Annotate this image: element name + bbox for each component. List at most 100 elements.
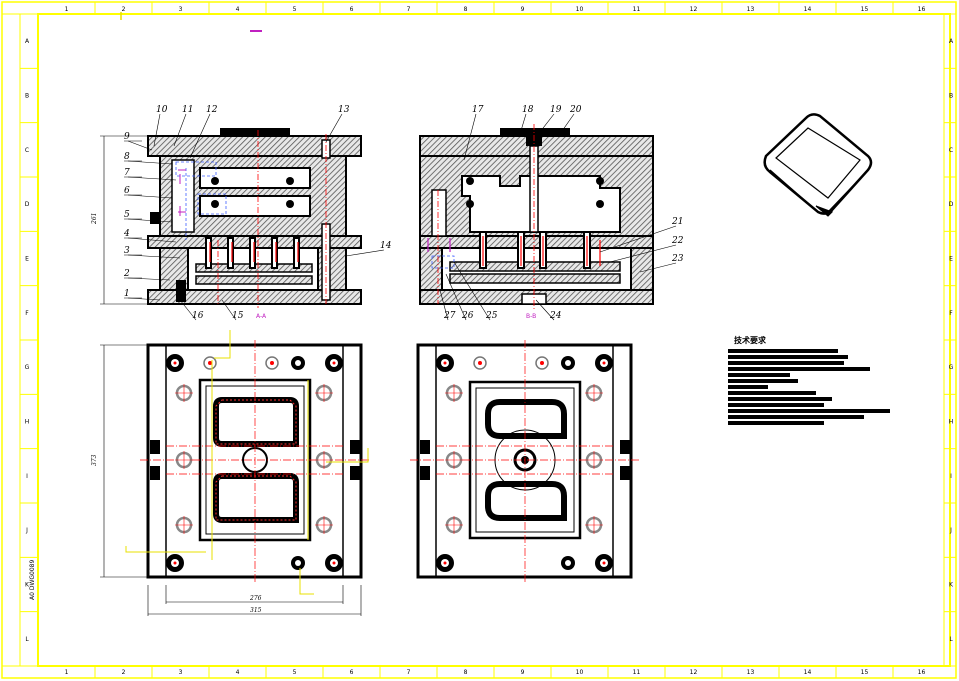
part-number-label: 9 bbox=[124, 132, 130, 142]
col-label-bottom: 7 bbox=[407, 669, 411, 676]
part-number-label: 11 bbox=[182, 105, 193, 115]
col-label-top: 12 bbox=[690, 6, 698, 13]
col-label-bottom: 8 bbox=[464, 669, 468, 676]
col-label-bottom: 6 bbox=[350, 669, 354, 676]
col-label-bottom: 1 bbox=[65, 669, 69, 676]
col-label-bottom: 4 bbox=[236, 669, 240, 676]
plan-height-dim: 373 bbox=[91, 454, 98, 466]
part-number-label: 15 bbox=[232, 311, 244, 321]
row-label-right: A bbox=[949, 38, 954, 45]
row-label-left: J bbox=[25, 527, 28, 534]
row-label-right: G bbox=[949, 364, 954, 371]
col-label-top: 1 bbox=[65, 6, 69, 13]
section-mark-front: A-A bbox=[256, 313, 267, 320]
col-label-top: 16 bbox=[918, 6, 926, 13]
plan-view-moving-half: 373 276 315 bbox=[91, 330, 370, 616]
part-number-label: 13 bbox=[338, 105, 350, 115]
col-label-bottom: 3 bbox=[179, 669, 183, 676]
part-number-label: 16 bbox=[192, 311, 204, 321]
col-label-top: 5 bbox=[293, 6, 297, 13]
front-height-dim: 261 bbox=[91, 213, 98, 225]
row-label-left: B bbox=[25, 93, 29, 100]
part-number-label: 24 bbox=[549, 311, 562, 321]
col-label-bottom: 5 bbox=[293, 669, 297, 676]
part-number-label: 2 bbox=[123, 269, 130, 279]
row-label-right: L bbox=[949, 636, 953, 643]
col-label-top: 2 bbox=[122, 6, 126, 13]
part-number-label: 17 bbox=[472, 105, 484, 115]
plan-width-outer-dim: 315 bbox=[250, 607, 262, 614]
row-label-right: J bbox=[949, 527, 952, 534]
plan-width-inner-dim: 276 bbox=[249, 595, 262, 602]
part-number-label: 8 bbox=[124, 152, 130, 162]
col-label-top: 15 bbox=[861, 6, 869, 13]
column-labels: 1122334455667788991010111112121313141415… bbox=[65, 6, 926, 676]
col-label-top: 13 bbox=[747, 6, 755, 13]
col-label-top: 3 bbox=[179, 6, 183, 13]
row-label-left: K bbox=[25, 582, 30, 589]
side-stamp: A0 DWG0089 bbox=[29, 560, 36, 600]
col-label-bottom: 2 bbox=[122, 669, 126, 676]
row-label-right: H bbox=[949, 419, 954, 426]
part-number-label: 14 bbox=[380, 241, 392, 251]
row-label-right: K bbox=[949, 582, 954, 589]
col-label-top: 9 bbox=[521, 6, 525, 13]
part-number-label: 26 bbox=[461, 311, 474, 321]
plan-left-holes bbox=[166, 354, 343, 572]
part-number-label: 23 bbox=[671, 254, 684, 264]
row-label-right: E bbox=[949, 256, 953, 263]
col-label-top: 8 bbox=[464, 6, 468, 13]
col-label-bottom: 16 bbox=[918, 669, 926, 676]
part-number-label: 27 bbox=[443, 311, 456, 321]
col-label-bottom: 10 bbox=[576, 669, 584, 676]
section-mark-side: B-B bbox=[526, 313, 536, 320]
notes-title: 技术要求 bbox=[734, 335, 767, 345]
col-label-bottom: 12 bbox=[690, 669, 698, 676]
col-label-top: 7 bbox=[407, 6, 411, 13]
plan-view-fixed-half bbox=[410, 340, 640, 582]
part-number-label: 5 bbox=[124, 210, 130, 220]
col-label-top: 14 bbox=[804, 6, 812, 13]
col-label-bottom: 13 bbox=[747, 669, 755, 676]
col-label-top: 4 bbox=[236, 6, 240, 13]
part-number-label: 10 bbox=[156, 105, 168, 115]
row-label-right: F bbox=[949, 310, 953, 317]
col-label-top: 11 bbox=[633, 6, 641, 13]
row-label-left: I bbox=[26, 473, 28, 480]
row-label-left: E bbox=[25, 256, 29, 263]
technical-requirements: 技术要求 bbox=[728, 335, 890, 425]
col-label-bottom: 15 bbox=[861, 669, 869, 676]
row-label-left: L bbox=[25, 636, 29, 643]
part-number-label: 1 bbox=[124, 289, 130, 299]
part-number-label: 3 bbox=[124, 246, 130, 256]
row-label-right: D bbox=[949, 201, 954, 208]
row-label-left: C bbox=[25, 147, 29, 154]
row-label-left: D bbox=[25, 201, 30, 208]
row-label-right: I bbox=[950, 473, 952, 480]
col-label-bottom: 9 bbox=[521, 669, 525, 676]
row-label-left: G bbox=[25, 364, 30, 371]
row-label-left: H bbox=[25, 419, 30, 426]
part-number-label: 7 bbox=[124, 168, 130, 178]
col-label-top: 10 bbox=[576, 6, 584, 13]
part-number-label: 12 bbox=[206, 105, 218, 115]
col-label-bottom: 11 bbox=[633, 669, 641, 676]
part-number-label: 4 bbox=[123, 229, 130, 239]
col-label-bottom: 14 bbox=[804, 669, 812, 676]
zone-ticks bbox=[19, 2, 956, 678]
part-number-label: 21 bbox=[671, 217, 683, 227]
row-label-right: C bbox=[949, 147, 953, 154]
plan-right-holes bbox=[436, 354, 613, 572]
row-label-left: F bbox=[25, 310, 29, 317]
row-label-right: B bbox=[949, 93, 953, 100]
part-number-label: 25 bbox=[485, 311, 498, 321]
part-number-label: 22 bbox=[671, 236, 684, 246]
col-label-top: 6 bbox=[350, 6, 354, 13]
product-isometric bbox=[763, 113, 873, 217]
part-number-label: 18 bbox=[522, 105, 534, 115]
